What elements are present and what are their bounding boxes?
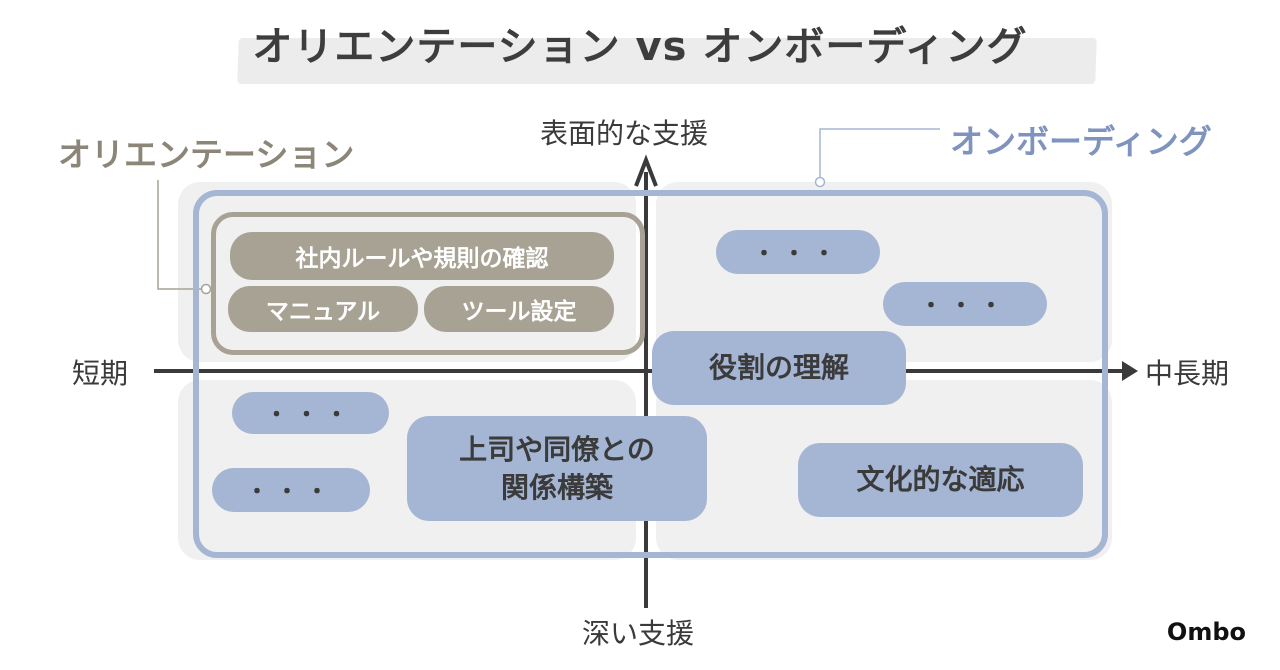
onboarding-connector <box>819 128 940 182</box>
orientation-frame <box>211 212 645 355</box>
onboarding-label: オンボーディング <box>950 122 1212 161</box>
placeholder-pill: ・・・ <box>232 392 389 434</box>
page-title: オリエンテーション vs オンボーディング <box>252 24 1028 70</box>
onboarding-item-relationships: 上司や同僚との 関係構築 <box>407 416 707 521</box>
placeholder-pill: ・・・ <box>716 230 880 274</box>
axis-label-top: 表面的な支援 <box>540 117 709 150</box>
right-arrowhead <box>1122 361 1138 381</box>
placeholder-pill: ・・・ <box>883 282 1047 326</box>
onboarding-item-role: 役割の理解 <box>652 331 906 405</box>
orientation-item-rules: 社内ルールや規則の確認 <box>230 232 614 280</box>
relationships-line-2: 関係構築 <box>500 470 613 504</box>
orientation-label: オリエンテーション <box>58 135 355 174</box>
orientation-connector <box>157 180 206 290</box>
orientation-item-tools: ツール設定 <box>424 286 614 332</box>
brand-logo: Ombo <box>1166 618 1246 646</box>
onboarding-frame <box>193 190 1108 558</box>
axis-label-bottom: 深い支援 <box>582 617 695 650</box>
orientation-item-manual: マニュアル <box>228 286 418 332</box>
axis-label-right: 中長期 <box>1145 357 1230 390</box>
axis-label-left: 短期 <box>72 357 129 390</box>
onboarding-item-culture: 文化的な適応 <box>798 443 1083 517</box>
relationships-line-1: 上司や同僚との <box>459 432 655 466</box>
up-arrowhead <box>634 154 658 187</box>
placeholder-pill: ・・・ <box>212 468 370 512</box>
